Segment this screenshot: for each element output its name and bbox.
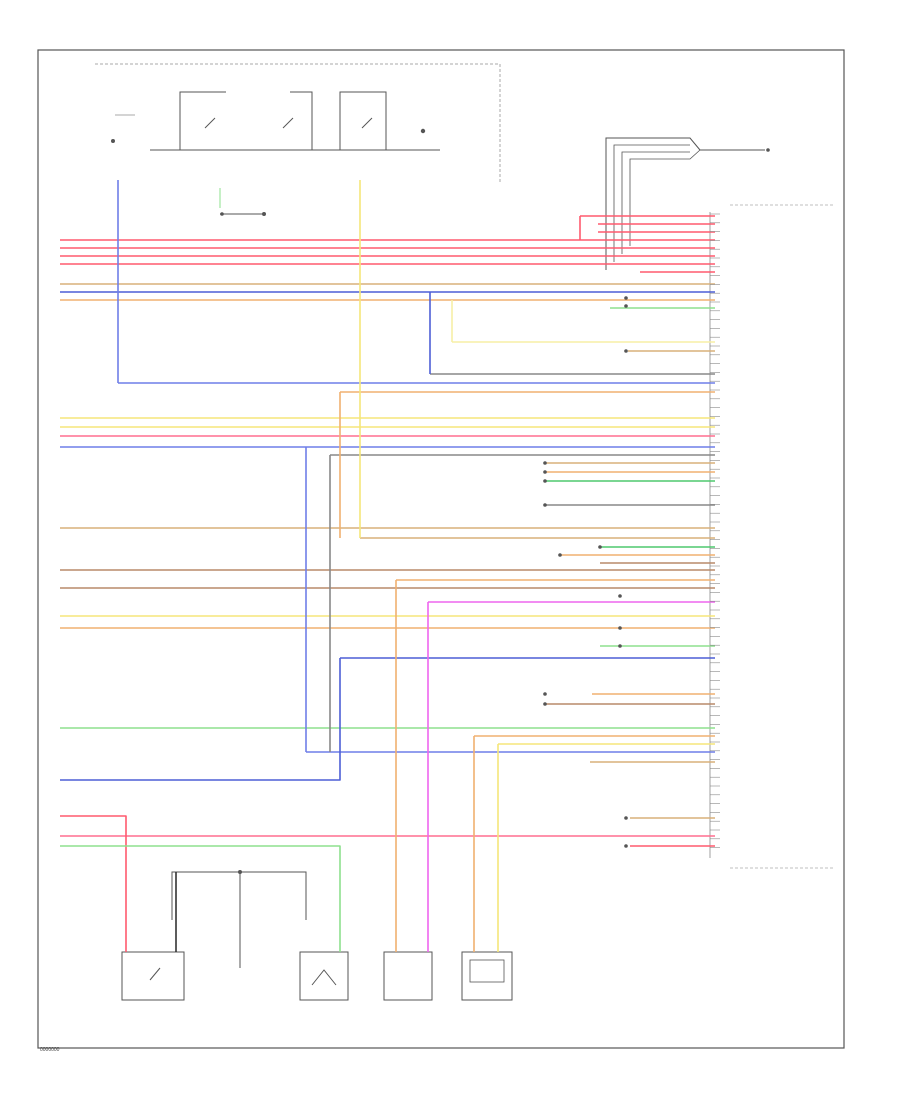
splice-dot [543,461,547,465]
fuel-heater-switch [121,951,185,1001]
bottom-components [121,870,513,1001]
splice-dot [220,212,224,216]
splice-dot [624,349,628,353]
splice-dot [624,304,628,308]
splice-dot [543,470,547,474]
splice-dot [543,692,547,696]
splice-dot [598,545,602,549]
splice-dot [624,296,628,300]
splice-dot [624,816,628,820]
top-switch-box [95,63,501,216]
fuel-level-sensor [383,951,433,1001]
splice-dot [558,553,562,557]
splice-dot [543,503,547,507]
fuel-pressure-sensor [461,951,513,1001]
splice-dot [618,626,622,630]
splice-dot [543,479,547,483]
footer-code: 0000000 [40,1047,60,1053]
splice-dot [618,644,622,648]
wire-green-bottom [60,845,341,952]
wire-darkblue-vert [60,658,341,781]
wire-red-bottom [60,815,127,952]
splice-dot [624,844,628,848]
diagram-frame [37,49,845,1049]
fuel-door-sensor [299,951,349,1001]
splice-dot [618,594,622,598]
splice-dot [543,702,547,706]
